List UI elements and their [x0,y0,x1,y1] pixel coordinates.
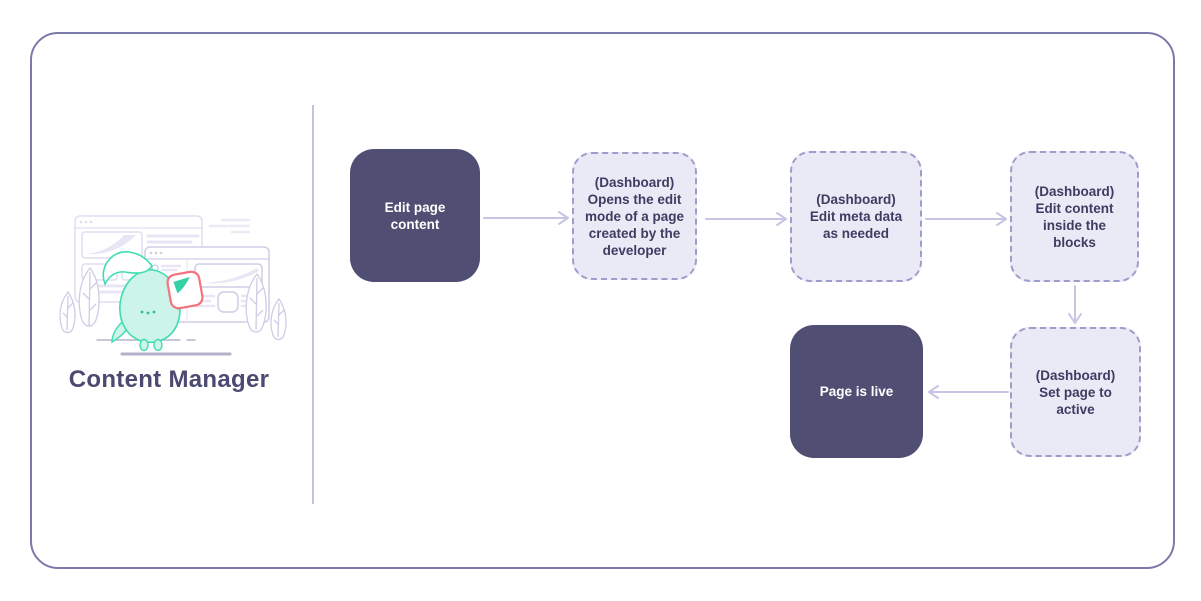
held-card-icon [166,270,204,310]
flow-node-set-page-active: (Dashboard) Set page to active [1010,327,1141,457]
flow-node-edit-content-blocks: (Dashboard) Edit content inside the bloc… [1010,151,1139,282]
arrow-right-1-icon [483,211,569,225]
flow-node-page-is-live: Page is live [790,325,923,458]
arrow-left-icon [928,385,1009,399]
mascot-with-browser-windows-illustration [59,215,287,356]
ground-lines-icon [96,339,232,356]
arrow-right-3-icon [925,212,1007,226]
arrow-down-icon [1068,285,1082,324]
leaves-left-icon [59,266,100,334]
vertical-divider [312,105,314,504]
leaves-right-icon [245,272,287,341]
flow-node-edit-page-content: Edit page content [350,149,480,282]
flow-node-open-edit-mode: (Dashboard) Opens the edit mode of a pag… [572,152,697,280]
content-manager-card: Content Manager Edit page content (Dashb… [30,32,1175,569]
faint-text-lines-icon [208,218,251,234]
arrow-right-2-icon [705,212,787,226]
page-title: Content Manager [68,366,270,393]
flow-node-edit-meta-data: (Dashboard) Edit meta data as needed [790,151,922,282]
